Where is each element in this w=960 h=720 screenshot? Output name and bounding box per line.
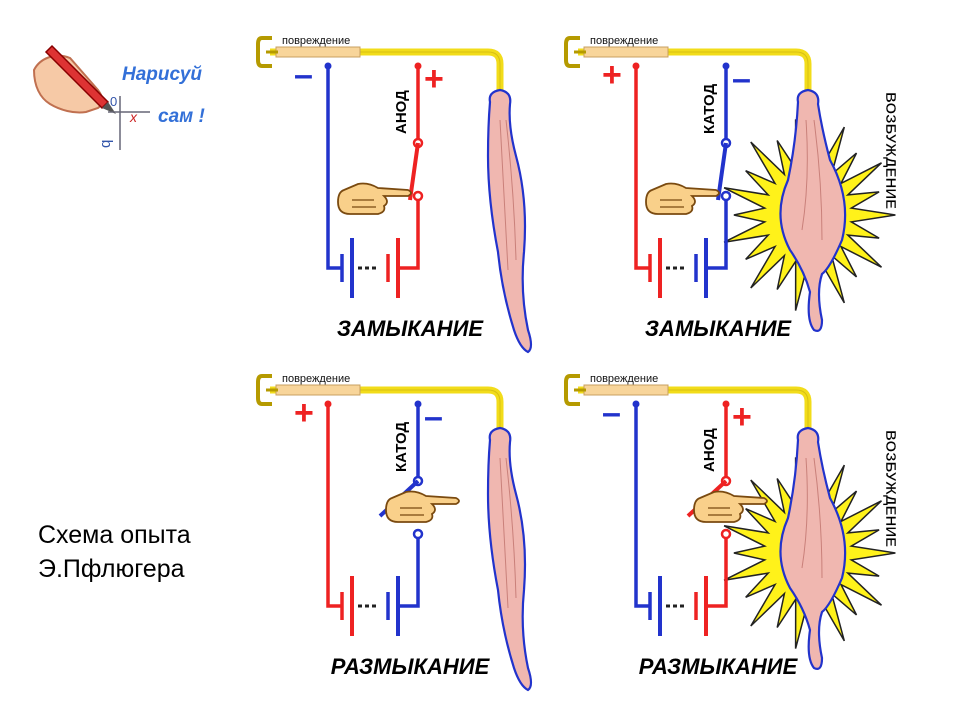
switch-contact-bottom bbox=[720, 528, 732, 540]
battery-icon bbox=[648, 576, 708, 636]
excitation-label: ВОЗБУЖДЕНИЕ bbox=[882, 430, 899, 547]
left-wire bbox=[326, 404, 342, 608]
logo-line-2: сам ! bbox=[158, 106, 205, 127]
draw-yourself-logo: 0 x q Нарисуй сам ! bbox=[30, 40, 230, 150]
mode-label: РАЗМЫКАНИЕ bbox=[639, 654, 799, 679]
right-wire-bottom bbox=[706, 534, 728, 608]
left-wire bbox=[634, 66, 650, 270]
electrode-clamp-icon bbox=[256, 36, 272, 68]
yellow-lead bbox=[270, 386, 504, 434]
yellow-lead bbox=[578, 48, 812, 96]
left-electrode-dot bbox=[324, 62, 332, 70]
left-wire bbox=[634, 404, 650, 608]
yellow-lead-edge bbox=[270, 51, 501, 96]
circuit-panel-2: повреждение + –КАТОД ВОЗБУЖДЕНИЕ ЗАМЫКАНИЕ bbox=[564, 35, 899, 341]
pointing-hand-icon bbox=[385, 490, 460, 523]
left-polarity-sign: – bbox=[602, 394, 621, 432]
right-polarity-sign: – bbox=[732, 60, 751, 98]
switch-contact-bottom bbox=[412, 528, 424, 540]
injury-segment bbox=[275, 46, 361, 58]
electrode-label: АНОД bbox=[701, 428, 718, 472]
muscle-icon bbox=[779, 88, 847, 332]
injury-segment bbox=[275, 384, 361, 396]
yellow-lead bbox=[578, 386, 812, 434]
electrode-label: КАТОД bbox=[701, 84, 718, 134]
left-polarity-sign: + bbox=[294, 394, 314, 432]
switch-contact-bottom bbox=[412, 190, 424, 202]
left-polarity-sign: – bbox=[294, 56, 313, 94]
right-polarity-sign: + bbox=[732, 398, 752, 436]
right-wire-bottom bbox=[398, 196, 420, 270]
pointing-hand-icon bbox=[693, 490, 768, 523]
right-polarity-sign: + bbox=[424, 60, 444, 98]
circuit-panel-1: повреждение – + АНОД ЗАМЫКАНИЕ bbox=[256, 35, 533, 354]
electrode-clamp-icon bbox=[256, 374, 272, 406]
muscle-icon bbox=[486, 88, 533, 354]
left-polarity-sign: + bbox=[602, 56, 622, 94]
right-electrode-dot bbox=[414, 400, 422, 408]
muscle-icon bbox=[486, 426, 533, 692]
battery-icon bbox=[648, 238, 708, 298]
excitation-label: ВОЗБУЖДЕНИЕ bbox=[882, 92, 899, 209]
muscle-icon bbox=[779, 426, 847, 670]
svg-text:0: 0 bbox=[110, 94, 117, 109]
left-electrode-dot bbox=[632, 62, 640, 70]
right-electrode-dot bbox=[722, 400, 730, 408]
right-electrode-dot bbox=[414, 62, 422, 70]
yellow-lead-edge bbox=[578, 389, 809, 434]
switch-blade-closed bbox=[716, 142, 728, 201]
mode-label: РАЗМЫКАНИЕ bbox=[331, 654, 491, 679]
injury-label: повреждение bbox=[590, 35, 658, 47]
right-wire-bottom bbox=[398, 534, 420, 608]
electrode-label: КАТОД bbox=[393, 422, 410, 472]
injury-label: повреждение bbox=[590, 373, 658, 385]
electrode-clamp-icon bbox=[564, 36, 580, 68]
circuit-panel-4: повреждение – + АНОД ВОЗБУЖДЕНИЕ РАЗМЫКАНИЕ bbox=[564, 373, 899, 679]
electrode-clamp-icon bbox=[564, 374, 580, 406]
injury-segment bbox=[583, 384, 669, 396]
right-electrode-dot bbox=[722, 62, 730, 70]
math-doodle-icon: 0 x q bbox=[97, 94, 150, 150]
diagram-caption: Схема опыта Э.Пфлюгера bbox=[38, 518, 191, 586]
battery-icon bbox=[340, 238, 400, 298]
yellow-lead-edge bbox=[578, 51, 809, 96]
caption-line-2: Э.Пфлюгера bbox=[38, 555, 185, 583]
left-wire bbox=[326, 66, 342, 270]
left-electrode-dot bbox=[324, 400, 332, 408]
injury-label: повреждение bbox=[282, 373, 350, 385]
pencil-tip-icon bbox=[102, 102, 116, 114]
switch-contact-bottom bbox=[720, 190, 732, 202]
left-electrode-dot bbox=[632, 400, 640, 408]
caption-line-1: Схема опыта bbox=[38, 521, 191, 549]
right-polarity-sign: – bbox=[424, 398, 443, 436]
circuit-panel-3: повреждение + –КАТОД РАЗМЫКАНИЕ bbox=[256, 373, 533, 692]
switch-blade-closed bbox=[408, 142, 420, 201]
pointing-hand-icon bbox=[337, 182, 412, 215]
pointing-hand-icon bbox=[645, 182, 720, 215]
mode-label: ЗАМЫКАНИЕ bbox=[337, 316, 484, 341]
mode-label: ЗАМЫКАНИЕ bbox=[645, 316, 792, 341]
electrode-label: АНОД bbox=[393, 90, 410, 134]
svg-text:q: q bbox=[97, 140, 114, 148]
yellow-lead-edge bbox=[270, 389, 501, 434]
battery-icon bbox=[340, 576, 400, 636]
right-wire-bottom bbox=[706, 196, 728, 270]
svg-text:x: x bbox=[129, 109, 138, 125]
logo-line-1: Нарисуй bbox=[122, 64, 202, 85]
yellow-lead bbox=[270, 48, 504, 96]
injury-segment bbox=[583, 46, 669, 58]
injury-label: повреждение bbox=[282, 35, 350, 47]
